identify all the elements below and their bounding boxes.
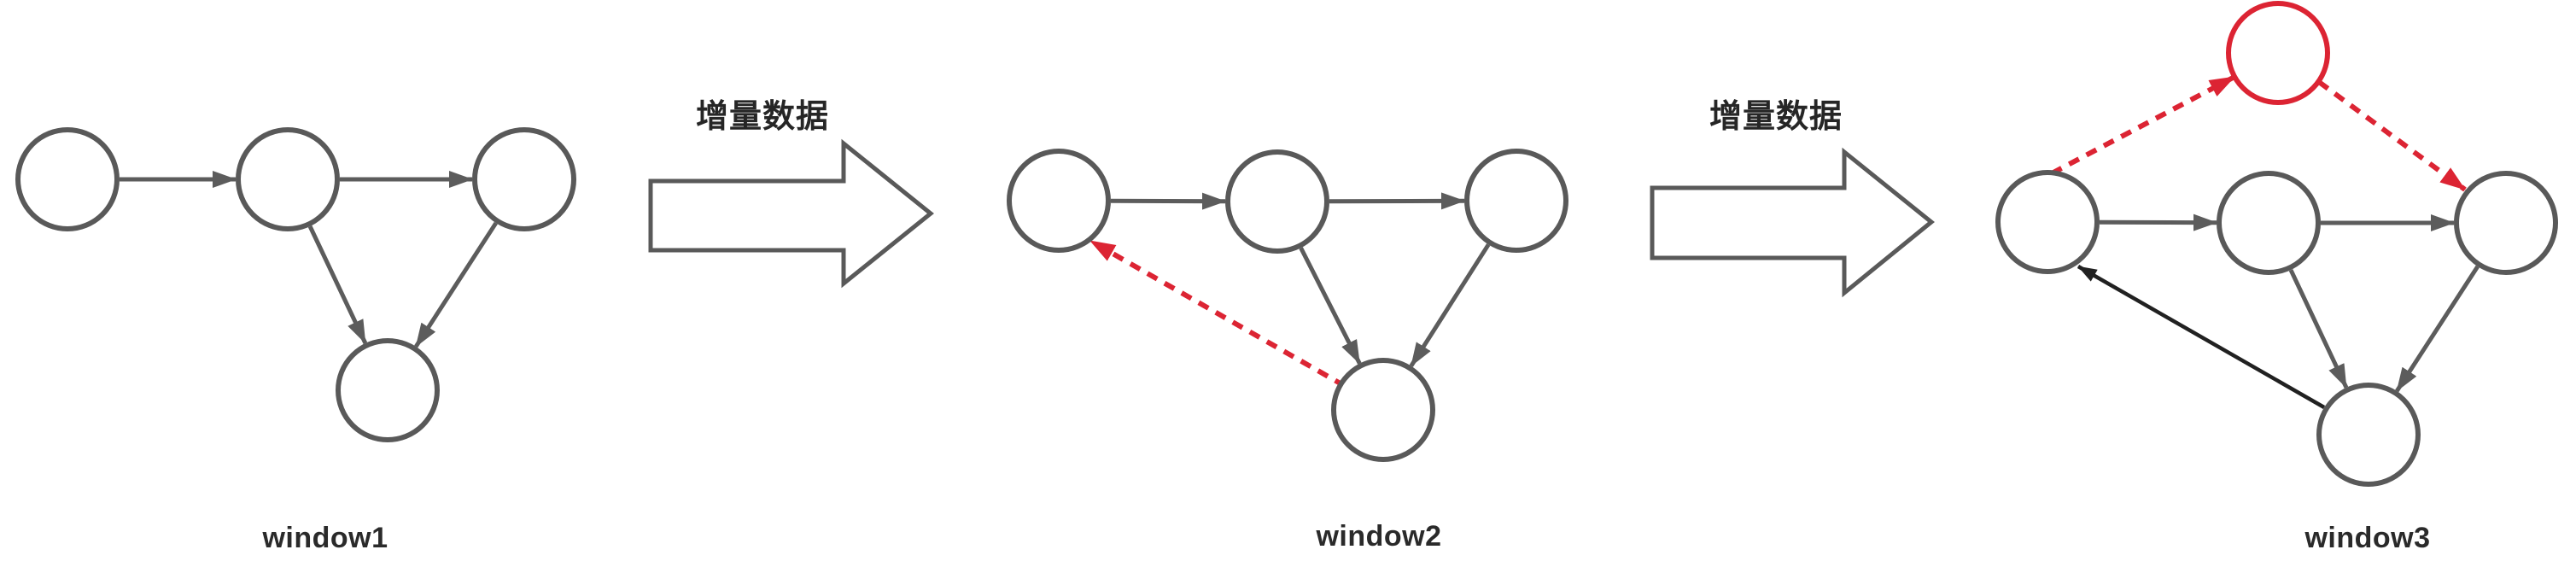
- node-window1-c: [472, 127, 576, 231]
- node-window3-d: [2316, 383, 2421, 487]
- node-window3-e-new: [2226, 1, 2330, 105]
- node-window2-d: [1331, 358, 1435, 462]
- node-window3-a: [1995, 170, 2100, 274]
- node-window3-c: [2454, 171, 2558, 275]
- node-window1-d: [336, 338, 440, 442]
- panel-label-window2: window2: [1315, 520, 1441, 553]
- transition-label-2: 增量数据: [1709, 99, 1843, 135]
- panel-label-window3: window3: [2304, 522, 2430, 554]
- block-arrow-2: [1650, 147, 1935, 298]
- edge-window3-d-to-a-back: [2077, 265, 2326, 409]
- node-window2-a: [1007, 149, 1111, 253]
- edge-window2-c-to-d: [1409, 243, 1491, 367]
- edge-window3-a-to-b: [2099, 213, 2218, 231]
- edge-window1-b-to-d: [307, 225, 368, 344]
- transition-label-1: 增量数据: [696, 99, 829, 135]
- node-window1-b: [236, 127, 340, 231]
- edge-window3-c-to-d: [2395, 265, 2480, 393]
- edge-window2-a-to-b: [1110, 192, 1227, 210]
- edge-window1-c-to-d: [414, 221, 498, 348]
- edge-window2-d-to-a-new: [1089, 238, 1346, 389]
- node-window2-b: [1225, 149, 1329, 254]
- panel-label-window1: window1: [261, 522, 388, 554]
- node-window2-c: [1464, 149, 1568, 253]
- edge-window3-a-to-e-new: [2050, 74, 2236, 176]
- edge-window3-b-to-d: [2288, 269, 2349, 389]
- node-window3-b: [2217, 171, 2321, 275]
- block-arrow-1: [648, 138, 934, 289]
- edge-window2-b-to-c: [1329, 192, 1466, 210]
- node-window1-a: [15, 127, 120, 231]
- edge-window3-e-to-c-new: [2317, 79, 2467, 192]
- edge-window2-b-to-d: [1299, 247, 1362, 365]
